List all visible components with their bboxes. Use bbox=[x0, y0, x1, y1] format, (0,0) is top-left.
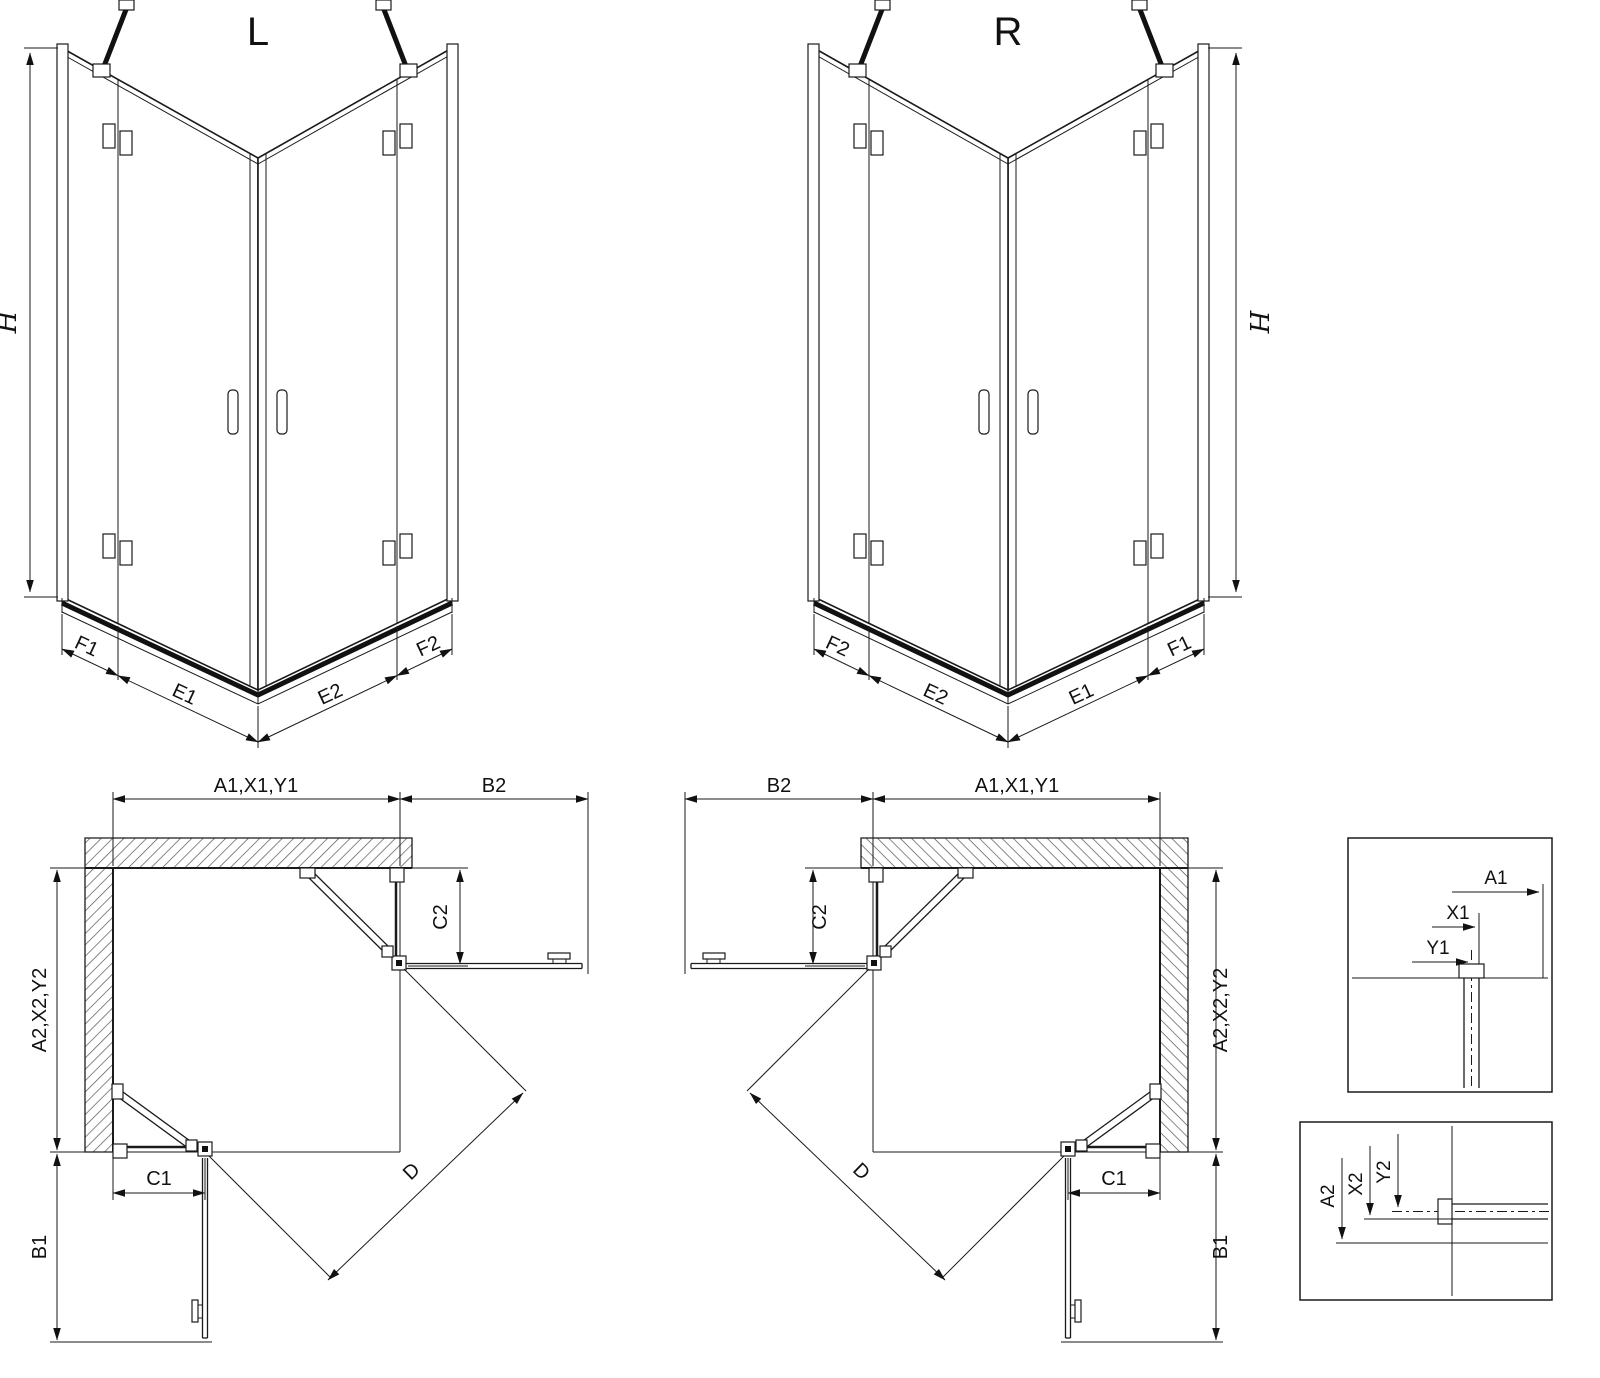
detail-label-a2: A2 bbox=[1318, 1184, 1339, 1207]
dim-label-c1: C1 bbox=[1101, 1168, 1127, 1190]
detail-box-horizontal-dims: A1 X1 Y1 bbox=[1347, 837, 1553, 1093]
dim-label-d: D bbox=[848, 1159, 874, 1185]
detail-box-vertical-dims: A2 X2 Y2 bbox=[1299, 1121, 1553, 1301]
dim-label-a1x1y1: A1,X1,Y1 bbox=[975, 775, 1060, 797]
dim-label-h: H bbox=[1243, 310, 1273, 335]
dim-label-f2: F2 bbox=[822, 632, 852, 662]
detail-label-y2: Y2 bbox=[1374, 1160, 1395, 1183]
dim-label-a2x2y2: A2,X2,Y2 bbox=[29, 968, 51, 1053]
dim-label-c2: C2 bbox=[430, 904, 452, 930]
dim-label-e1: E1 bbox=[1066, 679, 1097, 709]
dim-label-d: D bbox=[399, 1159, 425, 1185]
dim-label-b1: B1 bbox=[1210, 1235, 1232, 1259]
detail-label-x2: X2 bbox=[1346, 1172, 1367, 1195]
detail-label-a1: A1 bbox=[1484, 868, 1507, 889]
plan-view-right-labels: B2 A1,X1,Y1 C2 A2,X2,Y2 B1 C1 D bbox=[767, 775, 1232, 1259]
plan-view-left-labels: A1,X1,Y1 B2 C2 A2,X2,Y2 B1 C1 D bbox=[29, 775, 506, 1259]
variant-label-left: L bbox=[247, 10, 269, 54]
dim-label-f1: F1 bbox=[1164, 632, 1194, 662]
dim-label-c1: C1 bbox=[146, 1168, 172, 1190]
detail-label-x1: X1 bbox=[1446, 903, 1469, 924]
dim-label-e1: E1 bbox=[169, 679, 200, 709]
dim-label-a1x1y1: A1,X1,Y1 bbox=[214, 775, 299, 797]
dim-label-e2: E2 bbox=[920, 679, 951, 709]
plan-view-right bbox=[685, 792, 1223, 1342]
variant-label-right: R bbox=[994, 10, 1023, 54]
dim-label-a2x2y2: A2,X2,Y2 bbox=[1210, 968, 1232, 1053]
dim-label-e2: E2 bbox=[315, 679, 346, 709]
plan-view-left bbox=[50, 792, 588, 1342]
dim-label-b2: B2 bbox=[482, 775, 506, 797]
detail-label-y1: Y1 bbox=[1426, 938, 1449, 959]
dim-label-f1: F1 bbox=[71, 632, 101, 662]
dim-label-b1: B1 bbox=[29, 1235, 51, 1259]
dim-label-f2: F2 bbox=[413, 632, 443, 662]
dim-label-b2: B2 bbox=[767, 775, 791, 797]
dim-label-h: H bbox=[0, 309, 23, 334]
dim-label-c2: C2 bbox=[809, 904, 831, 930]
